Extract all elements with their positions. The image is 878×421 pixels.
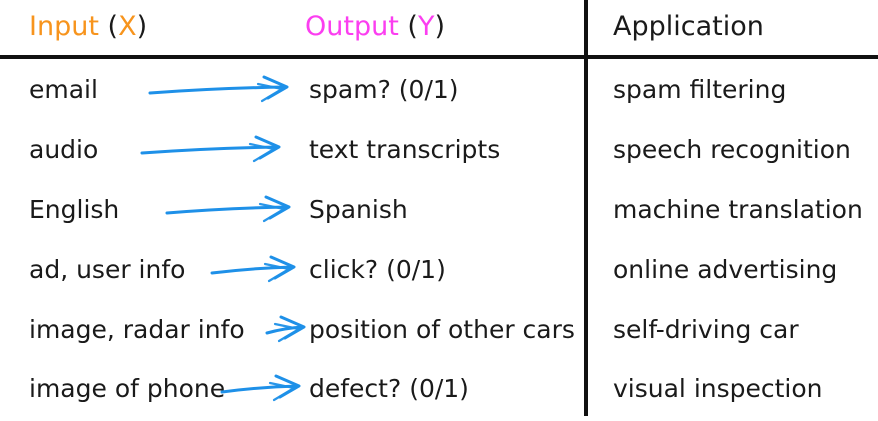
column-header-output-word: Output [305,11,399,42]
table-header-row: Input (X) Output (Y) Application [0,10,878,52]
cell-application: spam filtering [613,75,787,104]
arrow-right-icon [210,253,296,287]
column-header-input: Input (X) [29,10,147,44]
cell-application: machine translation [613,195,863,224]
cell-output: position of other cars [309,315,575,344]
cell-input: image of phone [29,374,226,403]
column-header-input-close-paren: ) [136,11,148,42]
column-header-output-open-paren: ( [407,11,418,42]
arrow-right-icon [165,193,291,227]
table-row: image, radar info position of other cars s… [0,307,878,353]
table-row: image of phone defect? (0/1) visual inspec… [0,366,878,412]
cell-input: ad, user info [29,255,186,284]
cell-input: image, radar info [29,315,245,344]
arrow-right-icon [220,372,301,406]
cell-input: English [29,195,120,224]
cell-output: click? (0/1) [309,255,446,284]
table-row: ad, user info click? (0/1) online advertis… [0,247,878,293]
column-header-application: Application [613,11,764,42]
header-divider-horizontal [0,55,878,59]
cell-application: online advertising [613,255,838,284]
column-divider-vertical [584,0,588,416]
column-header-input-word: Input [29,11,99,42]
column-header-output-symbol: Y [417,11,435,42]
cell-application: speech recognition [613,135,851,164]
arrow-right-icon [148,73,289,107]
column-header-output: Output (Y) [305,10,445,44]
cell-input: audio [29,135,99,164]
cell-input: email [29,75,98,104]
cell-output: spam? (0/1) [309,75,459,104]
table-row: email spam? (0/1) spam filtering [0,67,878,113]
cell-output: Spanish [309,195,408,224]
cell-output: defect? (0/1) [309,374,469,403]
table-row: English Spanish machine translation [0,187,878,233]
cell-application: visual inspection [613,374,823,403]
cell-output: text transcripts [309,135,501,164]
cell-application: self-driving car [613,315,799,344]
column-header-output-close-paren: ) [434,11,445,42]
arrow-right-icon [140,133,281,167]
table-row: audio text transcripts speech recognition [0,127,878,173]
column-header-input-open-paren: ( [107,11,119,42]
column-header-input-symbol: X [118,11,137,42]
arrow-right-icon [265,313,306,347]
